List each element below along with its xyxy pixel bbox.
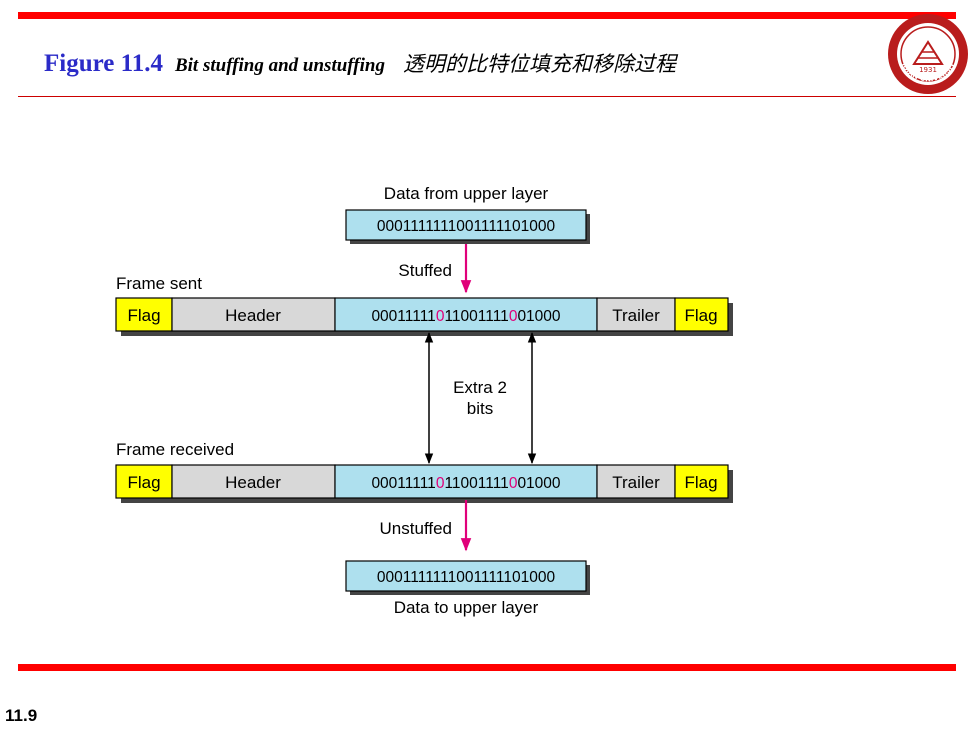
frame-received-flag-right-label: Flag [684, 473, 717, 492]
frame-received-header-label: Header [225, 473, 281, 492]
seal-emblem-lines-icon [918, 51, 938, 59]
bottom-data-bits: 0001111111001111101000 [377, 569, 556, 586]
frame-received-flag-left-label: Flag [127, 473, 160, 492]
frame-received-header [171, 464, 336, 499]
data-to-upper-label: Data to upper layer [394, 598, 539, 617]
frame-sent-extra-bit-1: 0 [436, 308, 445, 325]
title-rule [18, 96, 956, 97]
top-data-bits: 0001111111001111101000 [377, 218, 556, 235]
frame-sent-flag-right [674, 297, 729, 332]
frame-sent-extra-bit-2: 0 [509, 308, 518, 325]
figure-label: Figure 11.4 [44, 50, 163, 77]
bottom-red-bar [18, 664, 956, 671]
frame-sent-flag-left [115, 297, 173, 332]
frame-received-extra-bit-1: 0 [436, 475, 445, 492]
chinese-title: 透明的比特位填充和移除过程 [402, 52, 676, 76]
frame-sent-trailer-label: Trailer [612, 306, 660, 325]
frame-received-trailer [596, 464, 676, 499]
frame-received-label: Frame received [116, 440, 234, 459]
frame-received-trailer-label: Trailer [612, 473, 660, 492]
frame-sent-trailer [596, 297, 676, 332]
frame-sent-payload [334, 297, 598, 332]
frame-sent-flag-left-label: Flag [127, 306, 160, 325]
frame-sent-payload-bits: 00011111011001111001000 [371, 308, 560, 325]
frame-received: Flag Header 00011111011001111001000 Trai… [115, 464, 729, 499]
slide-number: 11.9 [5, 706, 38, 725]
figure-subtitle: Bit stuffing and unstuffing [174, 55, 385, 76]
bottom-data-box [345, 560, 587, 592]
top-red-bar [18, 12, 956, 19]
seal-year: 1931 [919, 66, 937, 74]
frame-sent-label: Frame sent [116, 274, 202, 293]
frame-sent-header-label: Header [225, 306, 281, 325]
extra-bits-label-line2: bits [467, 399, 493, 418]
university-seal-logo: 1931 XIDIAN UNIVERSITY [886, 12, 968, 94]
frame-received-payload-bits: 00011111011001111001000 [371, 475, 560, 492]
frame-received-flag-left [115, 464, 173, 499]
page-title: Figure 11.4 Bit stuffing and unstuffing 透明… [44, 48, 676, 78]
extra-bits-label-line1: Extra 2 [453, 378, 507, 397]
seal-emblem-icon [912, 40, 944, 65]
seal-inner-ring [900, 26, 956, 82]
top-data-box [345, 209, 587, 241]
seal-inner-disc [897, 23, 959, 85]
frame-received-extra-bit-2: 0 [509, 475, 518, 492]
unstuffed-label: Unstuffed [380, 519, 452, 538]
frame-sent-header [171, 297, 336, 332]
frame-sent: Flag Header 00011111011001111001000 Trai… [115, 297, 729, 332]
frame-sent-flag-right-label: Flag [684, 306, 717, 325]
data-from-upper-label: Data from upper layer [384, 184, 549, 203]
stuffed-label: Stuffed [398, 261, 452, 280]
frame-received-flag-right [674, 464, 729, 499]
